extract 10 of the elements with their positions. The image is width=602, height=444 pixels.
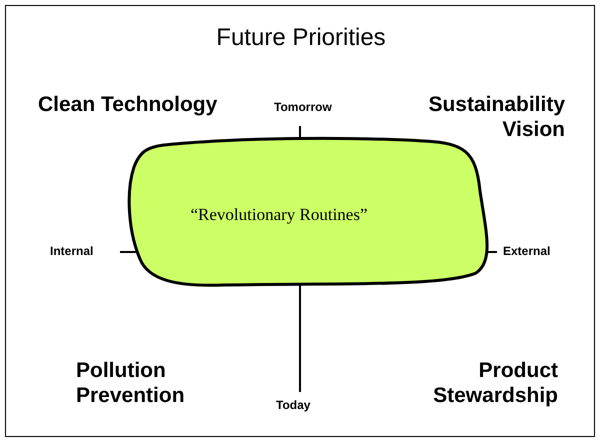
axis-label: Internal (50, 244, 94, 258)
axis-label: External (503, 244, 550, 258)
axis-label: Today (276, 398, 310, 412)
quadrant-label: Clean Technology (38, 92, 218, 117)
quadrant-label: Pollution Prevention (76, 358, 186, 408)
title: Future Priorities (215, 24, 387, 52)
quadrant-label: Product Stewardship (432, 358, 558, 408)
quadrant-label: Sustainability Vision (427, 92, 565, 142)
node-text: “Revolutionary Routines” (190, 205, 368, 225)
axis-label: Tomorrow (274, 100, 332, 114)
